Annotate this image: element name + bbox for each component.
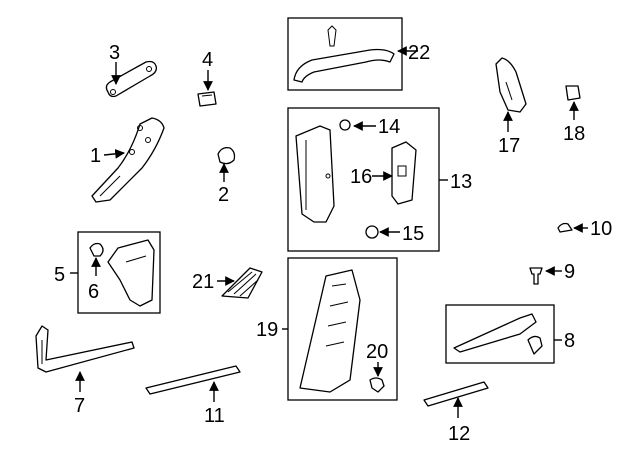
part-3-bracket [105,60,158,98]
callout-2: 2 [218,184,229,206]
callout-8: 8 [564,330,575,352]
leader-1 [103,149,125,159]
callout-1: 1 [90,145,101,167]
part-4-clip [197,91,217,107]
part-13-b-pillar-trim [295,125,335,223]
part-1-pillar-trim [91,117,165,203]
callout-16: 16 [350,166,372,188]
callout-4: 4 [202,49,213,71]
callout-3: 3 [109,42,120,64]
callout-7: 7 [74,395,85,417]
callout-12: 12 [448,423,470,445]
callout-11: 11 [204,405,225,427]
callout-17: 17 [498,135,520,157]
callout-22: 22 [408,42,430,64]
callout-13: 13 [450,171,472,193]
part-11-sill-strip [145,365,241,395]
part-20-clip [369,377,385,393]
part-12-sill-strip [423,381,489,407]
part-7-sill-plate [35,325,135,373]
callout-10: 10 [590,218,612,240]
part-10-clip [557,222,573,233]
callout-9: 9 [564,261,575,283]
callout-21: 21 [192,271,214,293]
part-18-clip [565,85,581,101]
part-2-cap [217,146,236,165]
callout-19: 19 [256,319,278,341]
part-21-grille [221,267,263,299]
part-15-clip [365,225,379,239]
part-8-trim-piece [453,313,543,355]
callout-14: 14 [378,116,400,138]
callout-15: 15 [402,223,424,245]
callout-18: 18 [563,123,585,145]
part-17-bracket [495,57,527,113]
part-6-clip [89,242,104,257]
part-5-kick-trim [107,239,155,307]
callout-5: 5 [54,264,65,286]
callout-20: 20 [366,341,388,363]
part-14-clip [339,119,351,131]
group-box-8 [445,304,555,364]
part-16-trim-piece [391,141,417,205]
part-19-pillar-lower-trim [299,269,361,393]
part-22-rail-trim [293,25,395,83]
callout-6: 6 [88,281,99,303]
part-9-screw [529,267,543,285]
